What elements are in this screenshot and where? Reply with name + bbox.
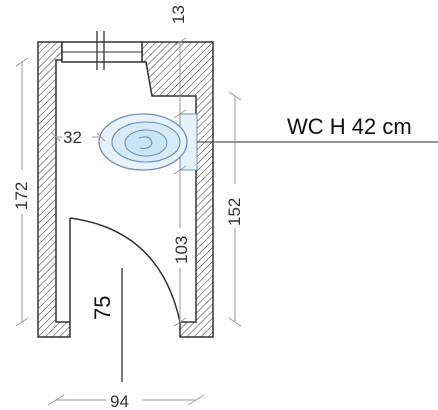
- walls: [37, 31, 214, 338]
- toilet: [98, 113, 198, 171]
- door-swing-arc: [69, 217, 181, 323]
- toilet-drain: [138, 136, 153, 149]
- right-wall: [141, 41, 214, 338]
- door-to-wc-label: 103: [172, 236, 191, 264]
- right-height-label: 152: [225, 198, 244, 226]
- bottom-width-label: 94: [110, 392, 129, 410]
- door-width-label: 75: [90, 296, 115, 320]
- wc-height-note: WC H 42 cm: [287, 114, 412, 139]
- left-height-label: 172: [12, 182, 31, 210]
- top-clearance-label: 13: [169, 5, 188, 24]
- side-clearance-label: 32: [63, 128, 82, 147]
- left-wall: [37, 41, 71, 338]
- toilet-bowl-inner: [124, 129, 168, 157]
- door: [69, 217, 181, 382]
